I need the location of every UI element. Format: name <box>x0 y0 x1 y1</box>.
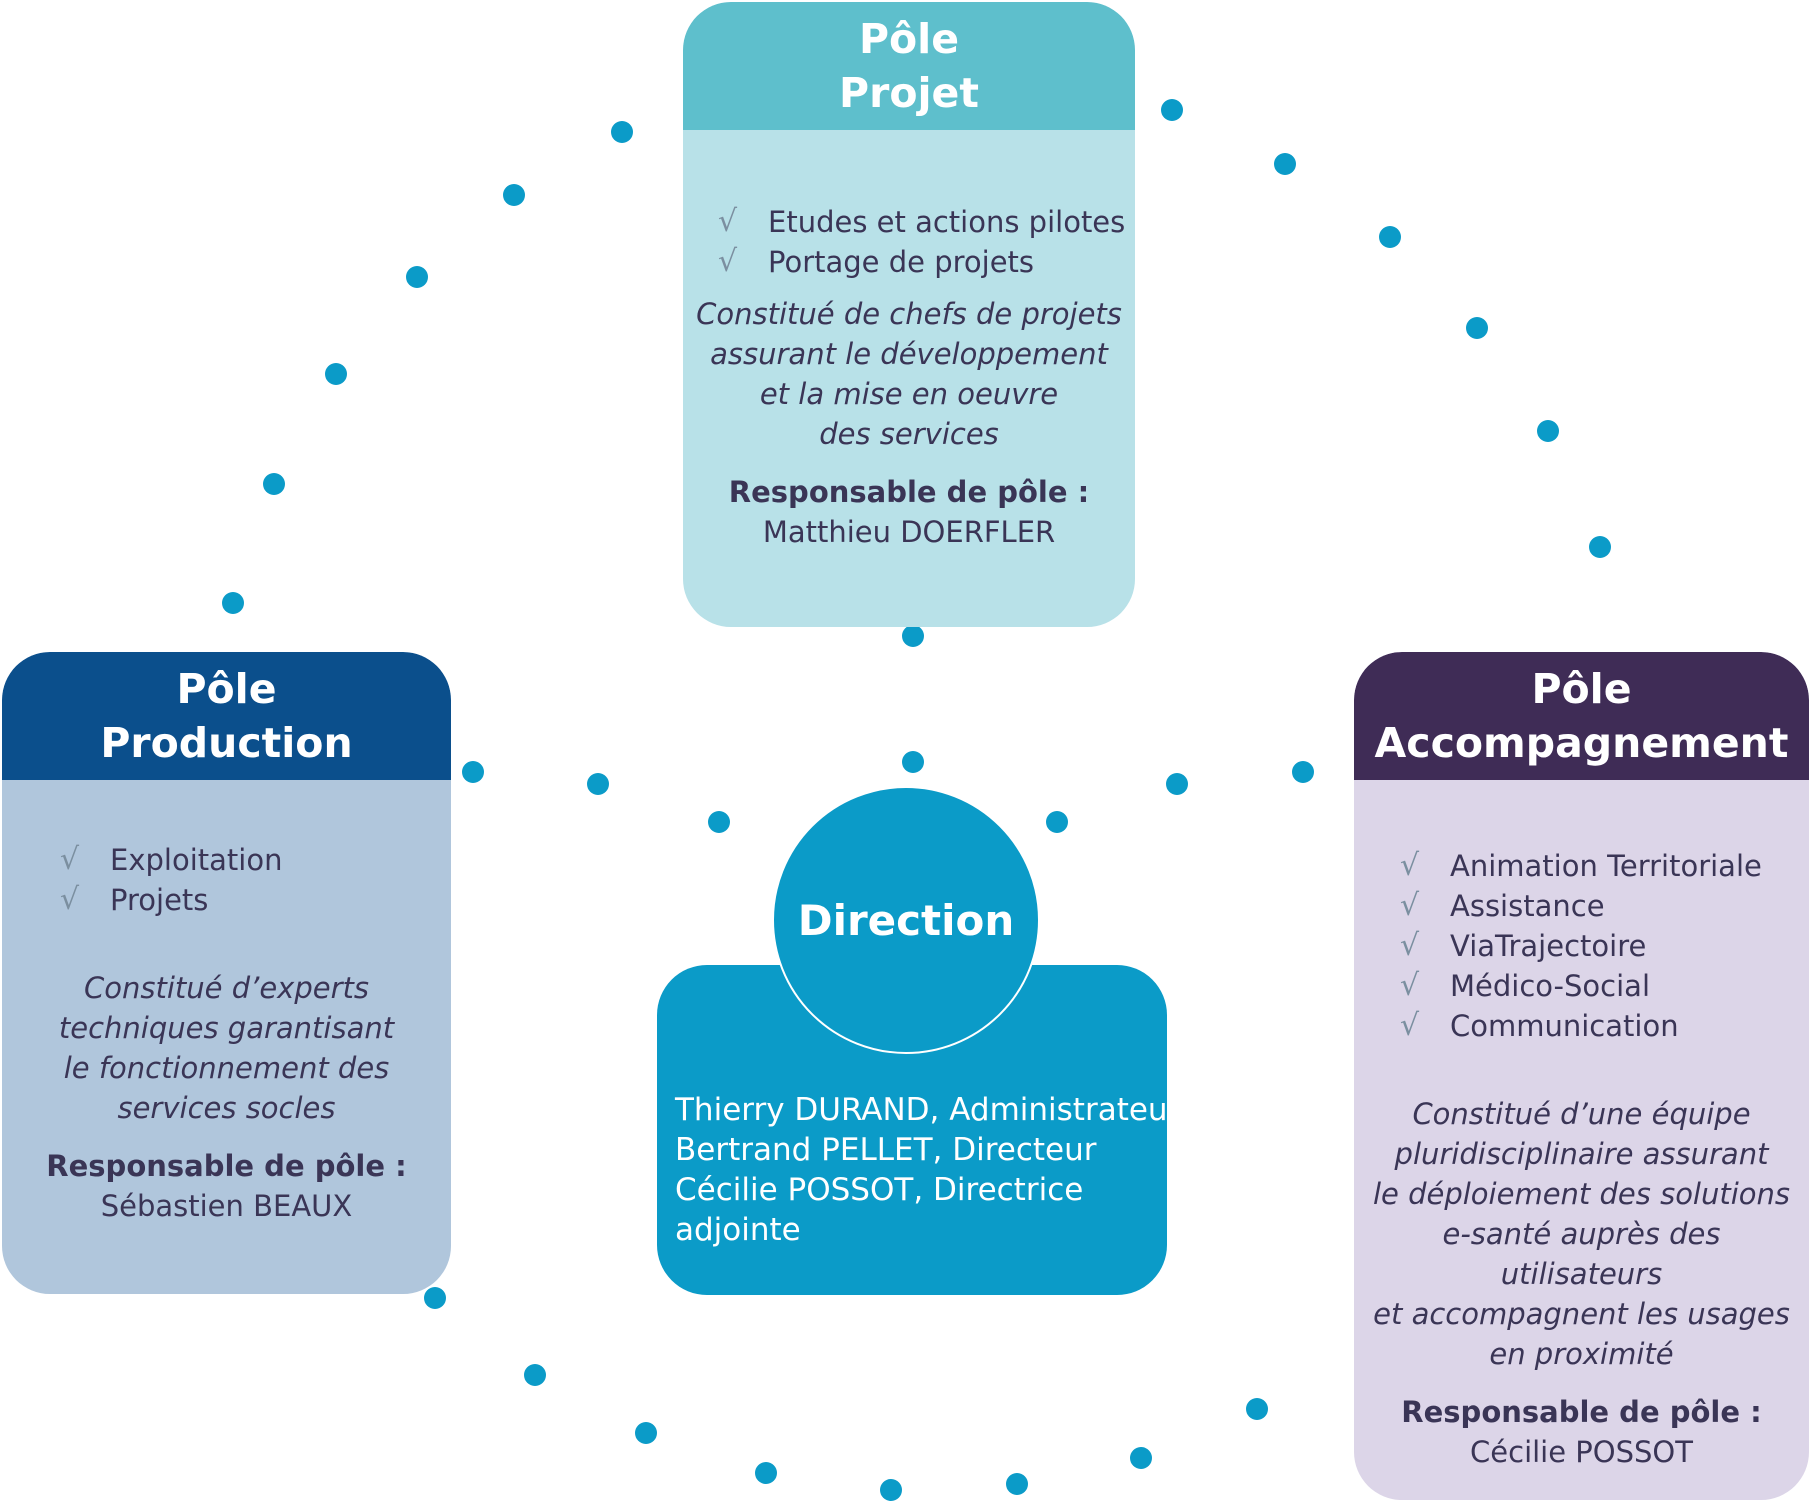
item-label: Assistance <box>1450 889 1605 923</box>
checkmark-icon: √ <box>1400 1008 1420 1043</box>
pole-production-header: Pôle Production <box>2 652 451 780</box>
connector-dot <box>263 473 285 495</box>
pole-projet-responsable: Responsable de pôle : Matthieu DOERFLER <box>683 472 1135 552</box>
pole-projet-title-line1: Pôle <box>858 15 960 63</box>
connector-dot <box>462 761 484 783</box>
checkmark-icon: √ <box>718 244 738 279</box>
pole-accompagnement-card: Pôle Accompagnement √ Animation Territori… <box>1354 652 1809 1500</box>
pole-projet-card: Pôle Projet √ Etudes et actions pilotes √… <box>683 2 1135 627</box>
responsable-label: Responsable de pôle : <box>728 475 1090 509</box>
direction-member: Cécilie POSSOT, Directrice <box>675 1172 1084 1208</box>
connector-dot <box>635 1422 657 1444</box>
pole-projet-title-line2: Projet <box>839 69 979 117</box>
responsable-name: Cécilie POSSOT <box>1470 1435 1693 1469</box>
connector-dot <box>503 184 525 206</box>
pole-production-items: √ Exploitation √ Projets <box>2 780 451 920</box>
pole-production-responsable: Responsable de pôle : Sébastien BEAUX <box>2 1146 451 1226</box>
checkmark-icon: √ <box>1400 968 1420 1003</box>
pole-accompagnement-description: Constitué d’une équipe pluridisciplinair… <box>1372 1097 1791 1371</box>
item-label: Médico-Social <box>1450 969 1650 1003</box>
pole-accompagnement-body: √ Animation Territoriale √ Assistance √ Via… <box>1354 780 1809 1472</box>
connector-dot <box>1130 1447 1152 1469</box>
connector-dot <box>1537 420 1559 442</box>
direction-title: Direction <box>797 895 1015 945</box>
connector-dot <box>406 266 428 288</box>
pole-accompagnement-responsable: Responsable de pôle : Cécilie POSSOT <box>1354 1392 1809 1472</box>
pole-projet-body: √ Etudes et actions pilotes √ Portage de p… <box>683 130 1135 552</box>
connector-dot <box>1166 773 1188 795</box>
pole-projet-description: Constitué de chefs de projets assurant l… <box>696 297 1122 451</box>
list-item: √ Animation Territoriale <box>1400 846 1809 886</box>
checkmark-icon: √ <box>1400 928 1420 963</box>
item-label: Projets <box>110 883 209 917</box>
connector-dot <box>424 1287 446 1309</box>
connector-dot <box>1006 1473 1028 1495</box>
responsable-name: Matthieu DOERFLER <box>762 515 1056 549</box>
list-item: √ Assistance <box>1400 886 1809 926</box>
pole-production-description: Constitué d’experts techniques garantisa… <box>58 971 395 1125</box>
responsable-label: Responsable de pôle : <box>46 1149 407 1183</box>
item-label: Portage de projets <box>768 245 1035 279</box>
item-label: Exploitation <box>110 843 283 877</box>
checkmark-icon: √ <box>718 204 738 239</box>
checkmark-icon: √ <box>60 842 80 877</box>
connector-dot <box>755 1462 777 1484</box>
connector-dot <box>325 363 347 385</box>
connector-dot <box>902 625 924 647</box>
pole-production-card: Pôle Production √ Exploitation √ Projets C… <box>2 652 451 1294</box>
pole-production-title-line1: Pôle <box>176 665 277 713</box>
connector-dot <box>1379 226 1401 248</box>
connector-dot <box>1274 153 1296 175</box>
checkmark-icon: √ <box>60 882 80 917</box>
direction-member: Thierry DURAND, Administrateur <box>675 1092 1181 1128</box>
connector-dot <box>1466 317 1488 339</box>
pole-production-title-line2: Production <box>100 719 353 767</box>
pole-accompagnement-title-line2: Accompagnement <box>1374 719 1789 767</box>
connector-dot <box>880 1479 902 1501</box>
connector-dot <box>708 811 730 833</box>
list-item: √ Communication <box>1400 1006 1809 1046</box>
direction-member: Bertrand PELLET, Directeur <box>675 1132 1097 1168</box>
list-item: √ Projets <box>60 880 451 920</box>
direction-member: adjointe <box>675 1212 801 1248</box>
checkmark-icon: √ <box>1400 888 1420 923</box>
connector-dot <box>1246 1398 1268 1420</box>
list-item: √ ViaTrajectoire <box>1400 926 1809 966</box>
pole-accompagnement-header: Pôle Accompagnement <box>1354 652 1809 780</box>
connector-dot <box>611 121 633 143</box>
list-item: √ Etudes et actions pilotes <box>718 202 1135 242</box>
list-item: √ Portage de projets <box>718 242 1135 282</box>
connector-dot <box>587 773 609 795</box>
list-item: √ Exploitation <box>60 840 451 880</box>
responsable-name: Sébastien BEAUX <box>100 1189 353 1223</box>
connector-dot <box>1292 761 1314 783</box>
connector-dot <box>524 1364 546 1386</box>
pole-projet-items: √ Etudes et actions pilotes √ Portage de p… <box>683 130 1135 282</box>
item-label: Animation Territoriale <box>1450 849 1762 883</box>
item-label: ViaTrajectoire <box>1450 929 1647 963</box>
pole-projet-header: Pôle Projet <box>683 2 1135 130</box>
item-label: Etudes et actions pilotes <box>768 205 1126 239</box>
pole-accompagnement-title-line1: Pôle <box>1531 665 1632 713</box>
connector-dot <box>1046 811 1068 833</box>
direction-circle: Direction <box>772 786 1040 1054</box>
item-label: Communication <box>1450 1009 1679 1043</box>
checkmark-icon: √ <box>1400 848 1420 883</box>
connector-dot <box>1161 99 1183 121</box>
list-item: √ Médico-Social <box>1400 966 1809 1006</box>
responsable-label: Responsable de pôle : <box>1401 1395 1762 1429</box>
connector-dot <box>902 751 924 773</box>
connector-dot <box>222 592 244 614</box>
connector-dot <box>1589 536 1611 558</box>
pole-accompagnement-items: √ Animation Territoriale √ Assistance √ Via… <box>1354 780 1809 1046</box>
pole-production-body: √ Exploitation √ Projets Constitué d’exper… <box>2 780 451 1226</box>
